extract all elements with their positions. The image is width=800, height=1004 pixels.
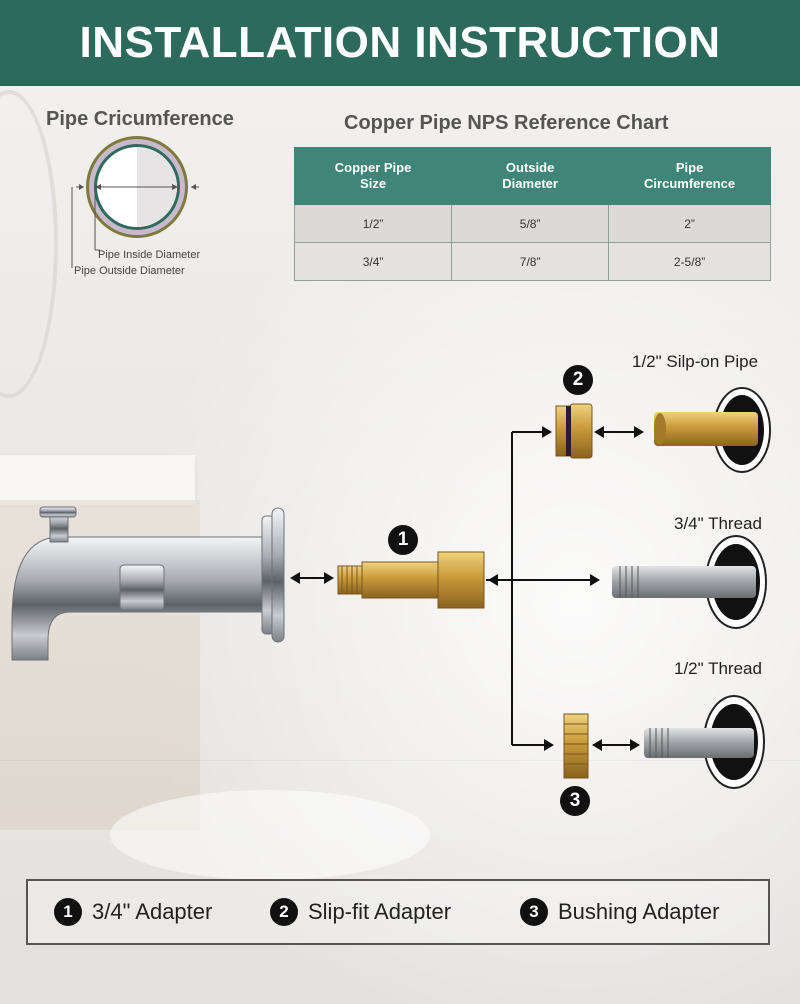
reference-chart-title: Copper Pipe NPS Reference Chart — [344, 112, 669, 134]
table-cell: 1/2” — [293, 204, 453, 243]
page-title: INSTALLATION INSTRUCTION — [79, 18, 721, 67]
table-cell: 2” — [608, 204, 771, 243]
table-cell: 2-5/8” — [608, 242, 771, 281]
adapter-3-4-inch — [337, 551, 485, 609]
legend-item: 2 Slip-fit Adapter — [270, 898, 451, 926]
slip-on-pipe — [654, 387, 771, 473]
legend-item: 3 Bushing Adapter — [520, 898, 719, 926]
outside-diameter-label: Pipe Outside Diameter — [74, 265, 185, 277]
callout-1: 1 — [388, 525, 418, 555]
table-row: 3/4” 7/8” 2-5/8” — [293, 242, 771, 281]
pipe-diagram-title: Pipe Cricumference — [46, 108, 234, 130]
half-inch-thread-pipe — [644, 695, 765, 789]
three-quarter-thread-pipe — [612, 535, 767, 629]
legend-label: Bushing Adapter — [558, 899, 720, 924]
legend-box: 1 3/4" Adapter 2 Slip-fit Adapter 3 Bush… — [26, 879, 770, 945]
legend-number: 1 — [54, 898, 82, 926]
slip-fit-adapter — [555, 403, 593, 459]
tub-spout — [11, 506, 285, 661]
background-rug — [110, 790, 430, 880]
bushing-adapter — [563, 713, 589, 779]
background-vanity-top — [0, 455, 195, 505]
legend-number: 3 — [520, 898, 548, 926]
legend-label: Slip-fit Adapter — [308, 899, 452, 924]
legend-item: 1 3/4" Adapter — [54, 898, 212, 926]
slip-on-pipe-label: 1/2" Silp-on Pipe — [632, 352, 759, 371]
three-quarter-thread-label: 3/4" Thread — [674, 514, 762, 533]
legend-label: 3/4" Adapter — [92, 899, 213, 924]
table-cell: 7/8” — [451, 242, 610, 281]
callout-2: 2 — [563, 365, 593, 395]
background-floor-line — [0, 760, 800, 761]
inside-diameter-label: Pipe Inside Diameter — [98, 249, 201, 261]
table-cell: 5/8” — [451, 204, 610, 243]
legend-number: 2 — [270, 898, 298, 926]
table-cell: 3/4” — [293, 242, 453, 281]
half-inch-thread-label: 1/2" Thread — [674, 659, 762, 678]
table-row: 1/2” 5/8” 2” — [293, 204, 771, 243]
pipe-cross-section-diagram — [71, 136, 199, 268]
header-banner: INSTALLATION INSTRUCTION — [0, 0, 800, 86]
callout-3: 3 — [560, 786, 590, 816]
